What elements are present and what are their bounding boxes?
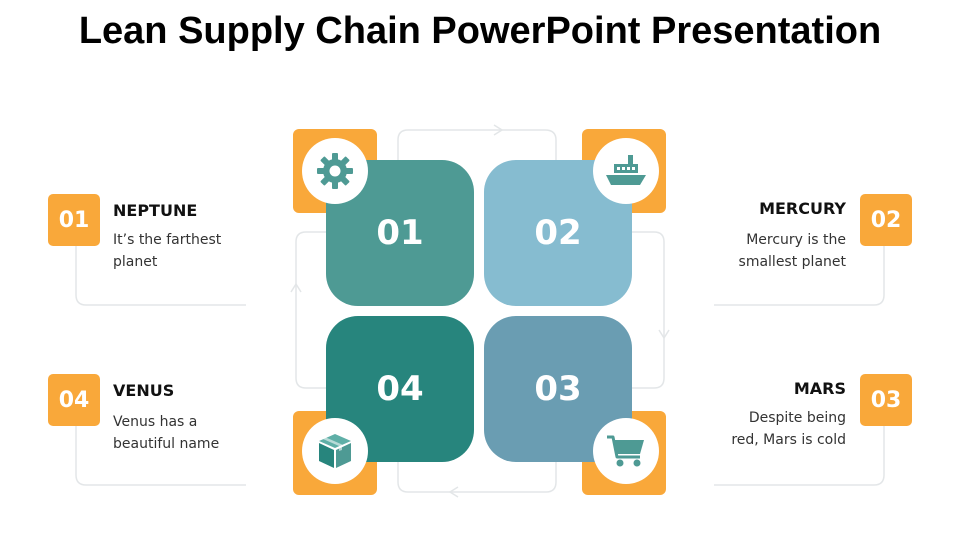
description-line: Mercury is the [746, 232, 846, 248]
cart-icon-circle [593, 418, 659, 484]
item-badge: 04 [48, 374, 100, 426]
description-line: It’s the farthest [113, 232, 222, 248]
item-heading: VENUS [113, 381, 175, 400]
item-badge: 02 [860, 194, 912, 246]
description-line: beautiful name [113, 436, 220, 452]
item-description: It’s the farthest planet [113, 229, 221, 273]
description-line: red, Mars is cold [731, 432, 846, 448]
cart-icon [607, 435, 644, 467]
tile-label: 03 [534, 369, 582, 409]
description-line: planet [113, 254, 158, 270]
item-heading: MERCURY [759, 199, 846, 218]
item-description: Venus has a beautiful name [113, 411, 219, 455]
box-icon [319, 434, 351, 468]
item-badge: 03 [860, 374, 912, 426]
gear-icon-circle [302, 138, 368, 204]
box-icon-circle [302, 418, 368, 484]
tile-label: 01 [376, 213, 424, 253]
tile-label: 02 [534, 213, 582, 253]
item-badge: 01 [48, 194, 100, 246]
item-heading: NEPTUNE [113, 201, 198, 220]
ship-icon-circle [593, 138, 659, 204]
page-title: Lean Supply Chain PowerPoint Presentatio… [78, 10, 882, 52]
description-line: smallest planet [738, 254, 846, 270]
item-heading: MARS [793, 379, 846, 398]
description-line: Venus has a [113, 414, 198, 430]
ship-icon [606, 155, 646, 185]
gear-icon [317, 153, 353, 189]
description-line: Despite being [748, 410, 846, 426]
item-description: Mercury is the smallest planet [739, 229, 846, 273]
item-description: Despite being red, Mars is cold [731, 407, 846, 451]
tile-02: 02 [484, 160, 632, 306]
tile-label: 04 [376, 369, 424, 409]
